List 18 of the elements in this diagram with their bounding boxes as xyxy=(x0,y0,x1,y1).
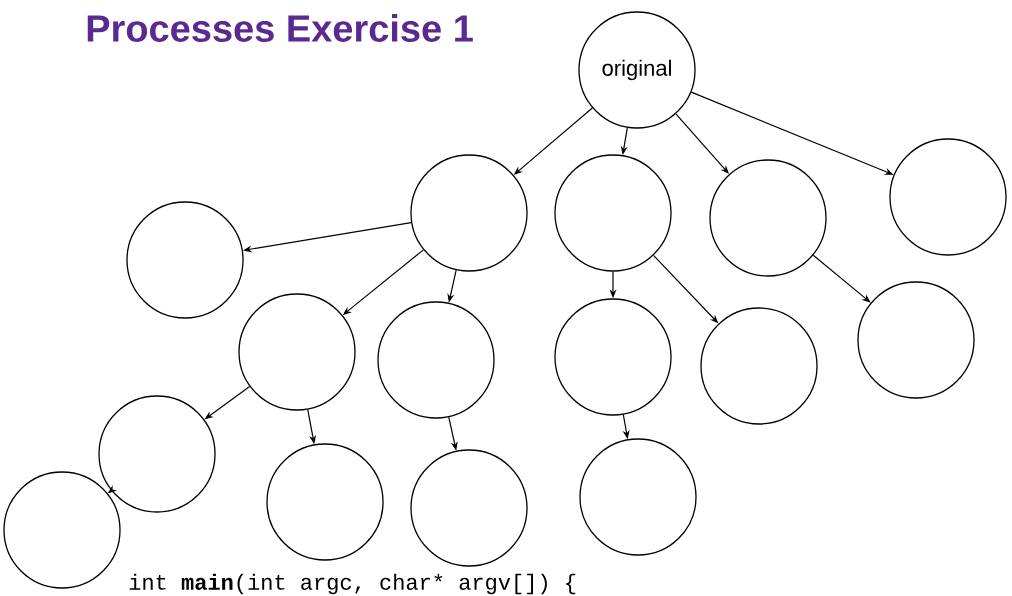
title: Processes Exercise 1 xyxy=(87,14,473,42)
process-circle xyxy=(3,471,121,589)
process-circle xyxy=(410,449,528,567)
process-circle xyxy=(889,138,1007,256)
process-circle xyxy=(700,307,818,425)
process-circle xyxy=(238,293,356,411)
process-circle xyxy=(554,154,672,272)
process-circle xyxy=(377,301,495,419)
process-circle xyxy=(266,443,384,561)
arrow xyxy=(812,254,871,303)
process-circle xyxy=(126,201,244,319)
process-circle xyxy=(554,298,672,416)
process-circle xyxy=(98,395,216,513)
process-circle xyxy=(709,159,827,277)
process-circle xyxy=(410,154,528,272)
process-circle xyxy=(857,281,975,399)
code-line: int main(int argc, char* argv[]) { xyxy=(129,573,576,595)
process-circle xyxy=(579,438,697,556)
